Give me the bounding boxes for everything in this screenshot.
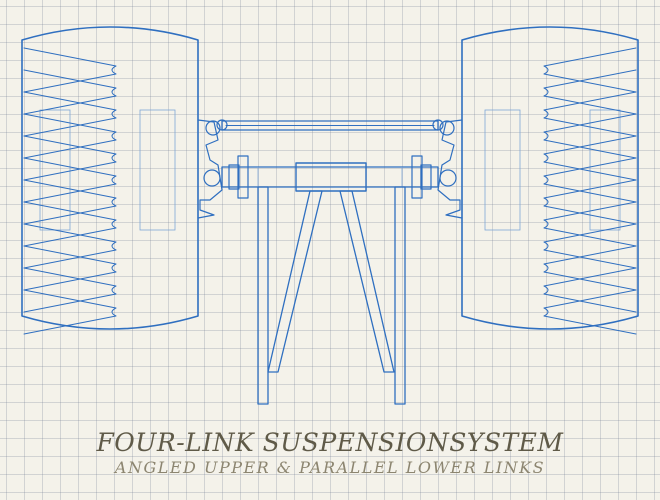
tread-chevron [23, 69, 117, 115]
frame-uprights [257, 186, 406, 405]
left-wheel-tread [23, 47, 117, 335]
tread-chevron [543, 47, 637, 93]
suspension-diagram [21, 26, 639, 405]
tread-chevron [543, 201, 637, 247]
right-wheel [461, 26, 639, 335]
diagram-title: FOUR-LINK SUSPENSIONSYSTEM [96, 428, 564, 457]
tread-chevron [23, 157, 117, 203]
tread-chevron [23, 113, 117, 159]
tread-chevron [543, 157, 637, 203]
diagram-subtitle: ANGLED UPPER & PARALLEL LOWER LINKS [114, 458, 546, 477]
tread-chevron [543, 91, 637, 137]
left-wheel [21, 26, 199, 335]
tread-chevron [23, 47, 117, 93]
upper-link [216, 119, 444, 131]
center-differential [295, 162, 367, 192]
tread-chevron [23, 245, 117, 291]
tread-chevron [543, 113, 637, 159]
tread-chevron [23, 91, 117, 137]
tread-chevron [23, 201, 117, 247]
right-hub-carrier [437, 119, 463, 219]
tread-chevron [543, 289, 637, 335]
left-hub-carrier [197, 119, 223, 219]
tread-chevron [23, 135, 117, 181]
tread-chevron [23, 289, 117, 335]
axle-housing [221, 155, 439, 199]
tread-chevron [543, 223, 637, 269]
lower-links [267, 190, 395, 373]
tread-chevron [543, 135, 637, 181]
tread-chevron [23, 179, 117, 225]
tread-chevron [23, 267, 117, 313]
tread-chevron [543, 69, 637, 115]
tread-chevron [543, 179, 637, 225]
tread-chevron [23, 223, 117, 269]
right-wheel-tread [543, 47, 637, 335]
tread-chevron [543, 245, 637, 291]
tread-chevron [543, 267, 637, 313]
